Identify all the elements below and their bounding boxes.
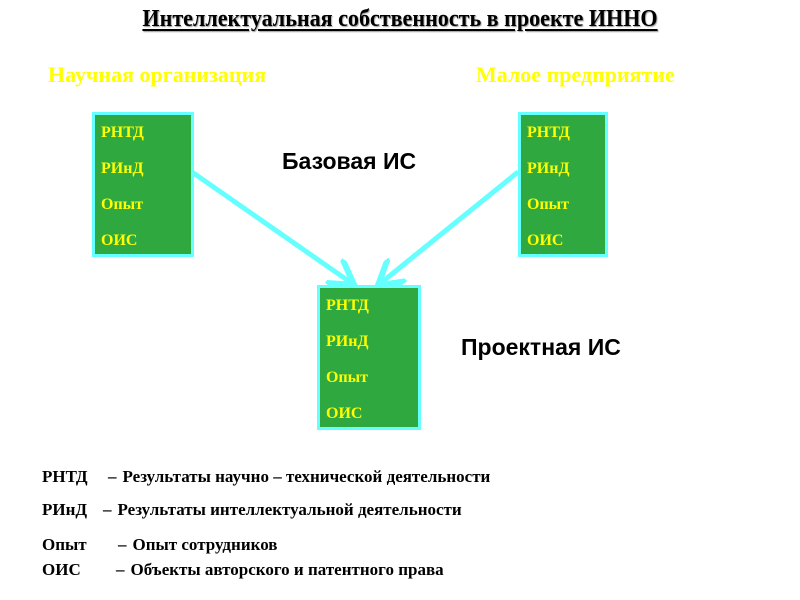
arrow-left-to-center (190, 169, 350, 282)
box-item: РИнД (101, 160, 144, 177)
box-item: ОИС (101, 232, 138, 249)
legend-dash: – (103, 500, 112, 519)
legend-abbr: ОИС (42, 560, 81, 579)
box-item: РНТД (326, 297, 369, 314)
legend-text: Опыт сотрудников (132, 535, 278, 554)
legend-row: РИнД–Результаты интеллектуальной деятель… (42, 500, 462, 520)
slide-title: Интеллектуальная собственность в проекте… (142, 6, 658, 32)
legend-text: Объекты авторского и патентного права (130, 560, 444, 579)
org-label-scientific: Научная организация (48, 62, 267, 87)
box-item: Опыт (527, 196, 570, 213)
box-item: РИнД (326, 333, 369, 350)
legend-dash: – (118, 535, 127, 554)
box-project-ip: РНТД РИнД Опыт ОИС (317, 285, 421, 430)
legend-dash: – (116, 560, 125, 579)
box-small-enterprise: РНТД РИнД Опыт ОИС (518, 112, 608, 257)
box-item: РНТД (101, 124, 144, 141)
label-project-ip: Проектная ИС (461, 334, 621, 360)
legend-dash: – (108, 467, 117, 486)
box-item: ОИС (527, 232, 564, 249)
org-label-small-enterprise: Малое предприятие (476, 62, 675, 87)
label-base-ip: Базовая ИС (282, 148, 417, 174)
legend-text: Результаты интеллектуальной деятельности (117, 500, 462, 519)
box-item: Опыт (326, 369, 369, 386)
box-scientific-org: РНТД РИнД Опыт ОИС (92, 112, 194, 257)
box-item: ОИС (326, 405, 363, 422)
arrow-right-to-center (382, 170, 520, 282)
legend-abbr: Опыт (42, 535, 87, 554)
box-item: РИнД (527, 160, 570, 177)
legend-row: ОИС –Объекты авторского и патентного прав… (42, 560, 444, 580)
legend-text: Результаты научно – технической деятельн… (122, 467, 491, 486)
legend-abbr: РНТД (42, 467, 88, 486)
box-item: РНТД (527, 124, 570, 141)
legend-row: РНТД –Результаты научно – технической дея… (42, 467, 490, 487)
box-item: Опыт (101, 196, 144, 213)
legend-abbr: РИнД (42, 500, 88, 519)
legend-row: Опыт –Опыт сотрудников (42, 535, 277, 555)
